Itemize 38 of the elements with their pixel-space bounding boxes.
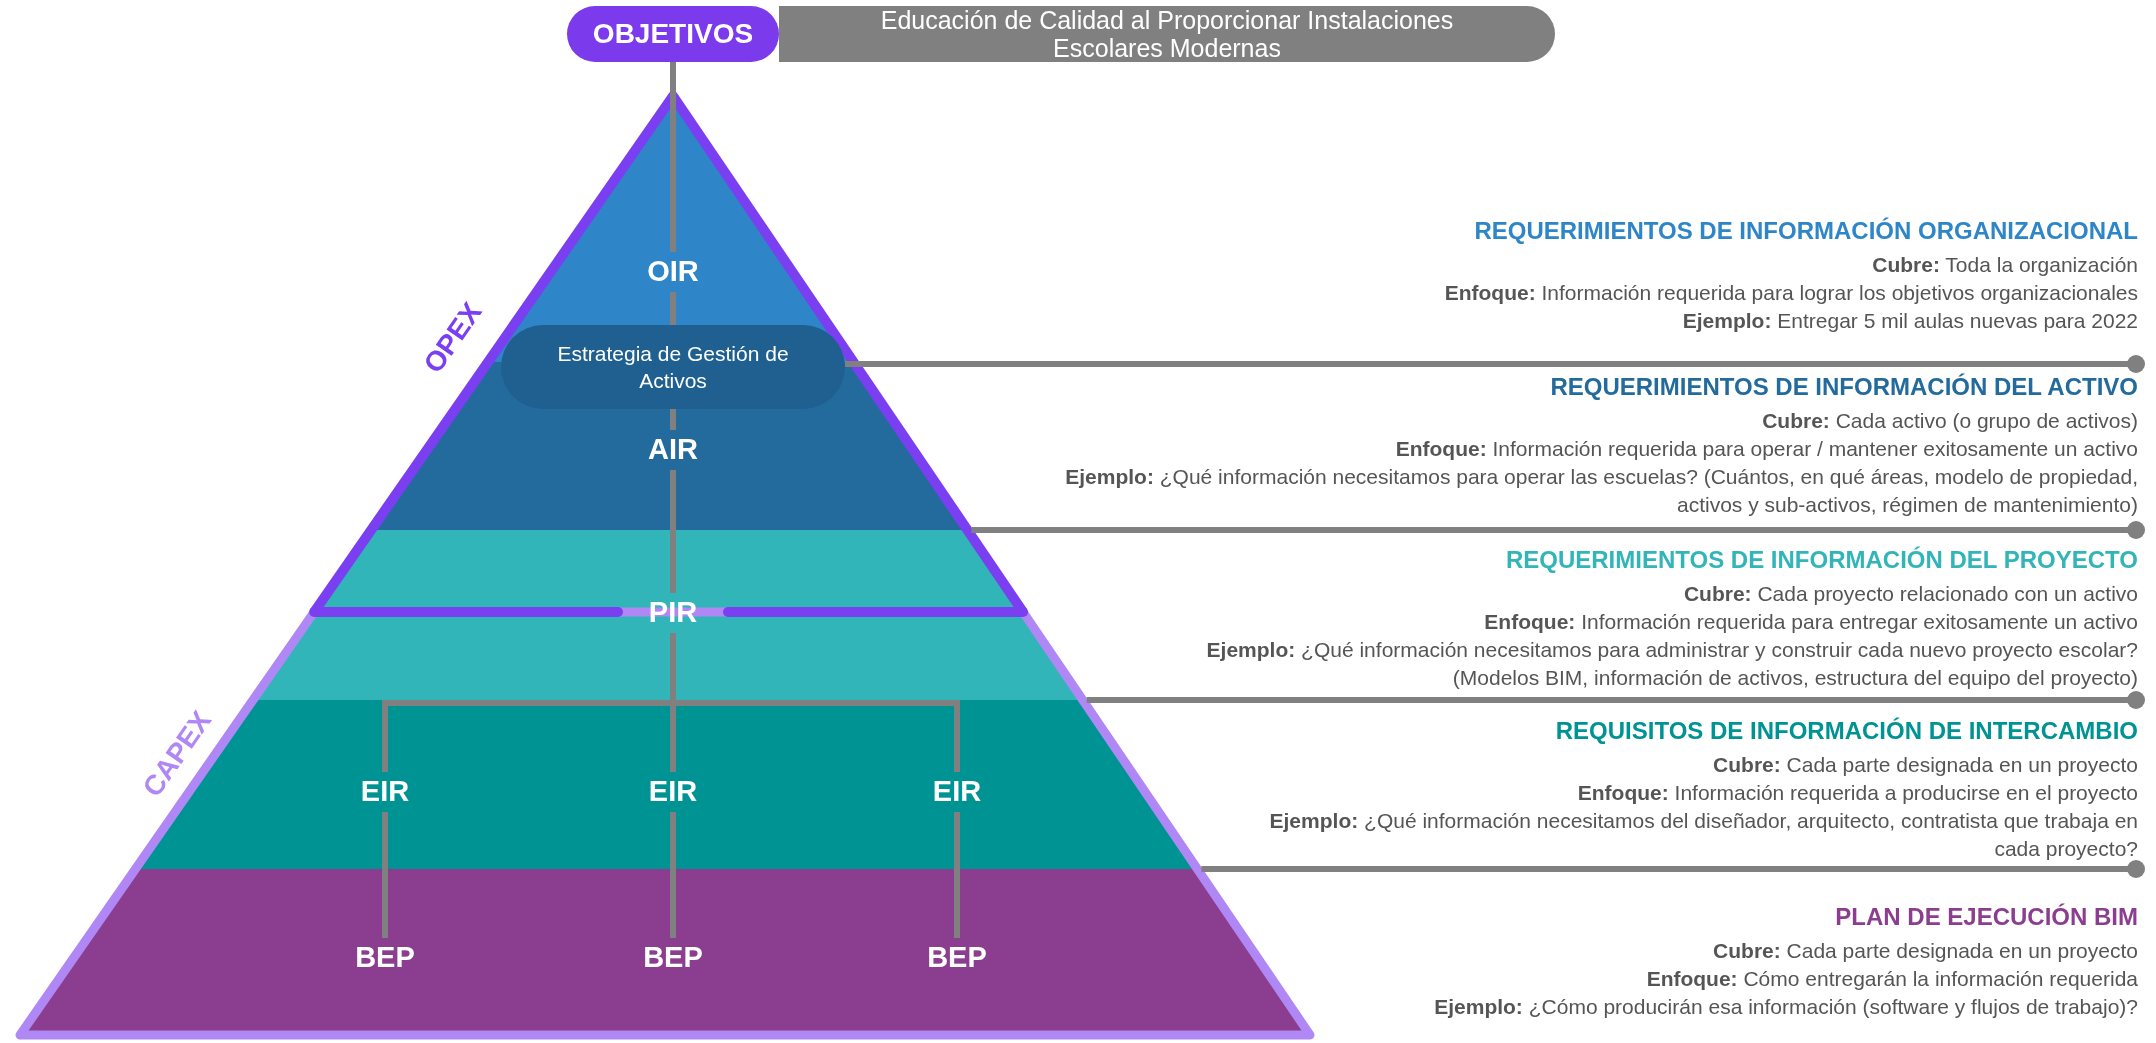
level-label: EIR — [628, 772, 718, 812]
description-text: Ejemplo: ¿Qué información necesitamos del diseñador, arquitecto, contratista que trabaja en cada proyecto? — [1268, 808, 2138, 862]
description-text: Cubre: Cada parte designada en un proyecto — [1713, 752, 2138, 778]
level-label: AIR — [628, 430, 718, 470]
description-text: Enfoque: Información requerida para lograr los objetivos organizacionales — [1444, 280, 2138, 306]
section-heading: REQUERIMIENTOS DE INFORMACIÓN DEL ACTIVO — [1550, 372, 2138, 402]
objective-pill: OBJETIVOS — [567, 6, 779, 62]
description-text: Enfoque: Cómo entregarán la información requerida — [1646, 966, 2138, 992]
description-text: Enfoque: Información requerida a producirse en el proyecto — [1577, 780, 2138, 806]
connector-line — [670, 812, 676, 938]
connector-line — [954, 812, 960, 938]
description-text: Cubre: Cada parte designada en un proyecto — [1713, 938, 2138, 964]
level-label: EIR — [340, 772, 430, 812]
level-label: BEP — [912, 938, 1002, 978]
description-text: Enfoque: Información requerida para entregar exitosamente un activo — [1484, 609, 2138, 635]
section-heading: REQUISITOS DE INFORMACIÓN DE INTERCAMBIO — [1555, 716, 2138, 746]
section-heading: REQUERIMIENTOS DE INFORMACIÓN DEL PROYECTO — [1505, 545, 2138, 575]
description-text: Cubre: Cada proyecto relacionado con un activo — [1683, 581, 2138, 607]
goal-banner: Educación de Calidad al Proporcionar Instalaciones Escolares Modernas — [779, 6, 1555, 62]
strategy-pill: Estrategia de Gestión de Activos — [501, 325, 845, 409]
connector-line — [670, 292, 676, 325]
section-heading: REQUERIMIENTOS DE INFORMACIÓN ORGANIZACIONAL — [1474, 216, 2138, 246]
description-text: Ejemplo: ¿Cómo producirán esa información (software y flujos de trabajo)? — [1434, 994, 2138, 1020]
level-label: BEP — [628, 938, 718, 978]
description-text: Cubre: Toda la organización — [1872, 252, 2138, 278]
description-text: Ejemplo: Entregar 5 mil aulas nuevas para 2022 — [1682, 308, 2138, 334]
connector-line — [382, 812, 388, 938]
description-text: Ejemplo: ¿Qué información necesitamos para operar las escuelas? (Cuántos, en qué áreas, modelo de propiedad, activos y sub-activos, régimen de mantenimiento) — [1064, 464, 2138, 518]
level-label: BEP — [340, 938, 430, 978]
section-heading: PLAN DE EJECUCIÓN BIM — [1835, 902, 2138, 932]
description-text: Cubre: Cada activo (o grupo de activos) — [1762, 408, 2138, 434]
description-text: Ejemplo: ¿Qué información necesitamos para administrar y construir cada nuevo proyecto escolar? (Modelos BIM, información de activos, estructura del equipo del proyecto) — [1205, 637, 2138, 691]
connector-line — [670, 470, 676, 593]
level-label: OIR — [628, 252, 718, 292]
level-label: EIR — [912, 772, 1002, 812]
connector-line — [670, 409, 676, 430]
connector-line — [670, 62, 676, 252]
description-text: Enfoque: Información requerida para operar / mantener exitosamente un activo — [1395, 436, 2138, 462]
